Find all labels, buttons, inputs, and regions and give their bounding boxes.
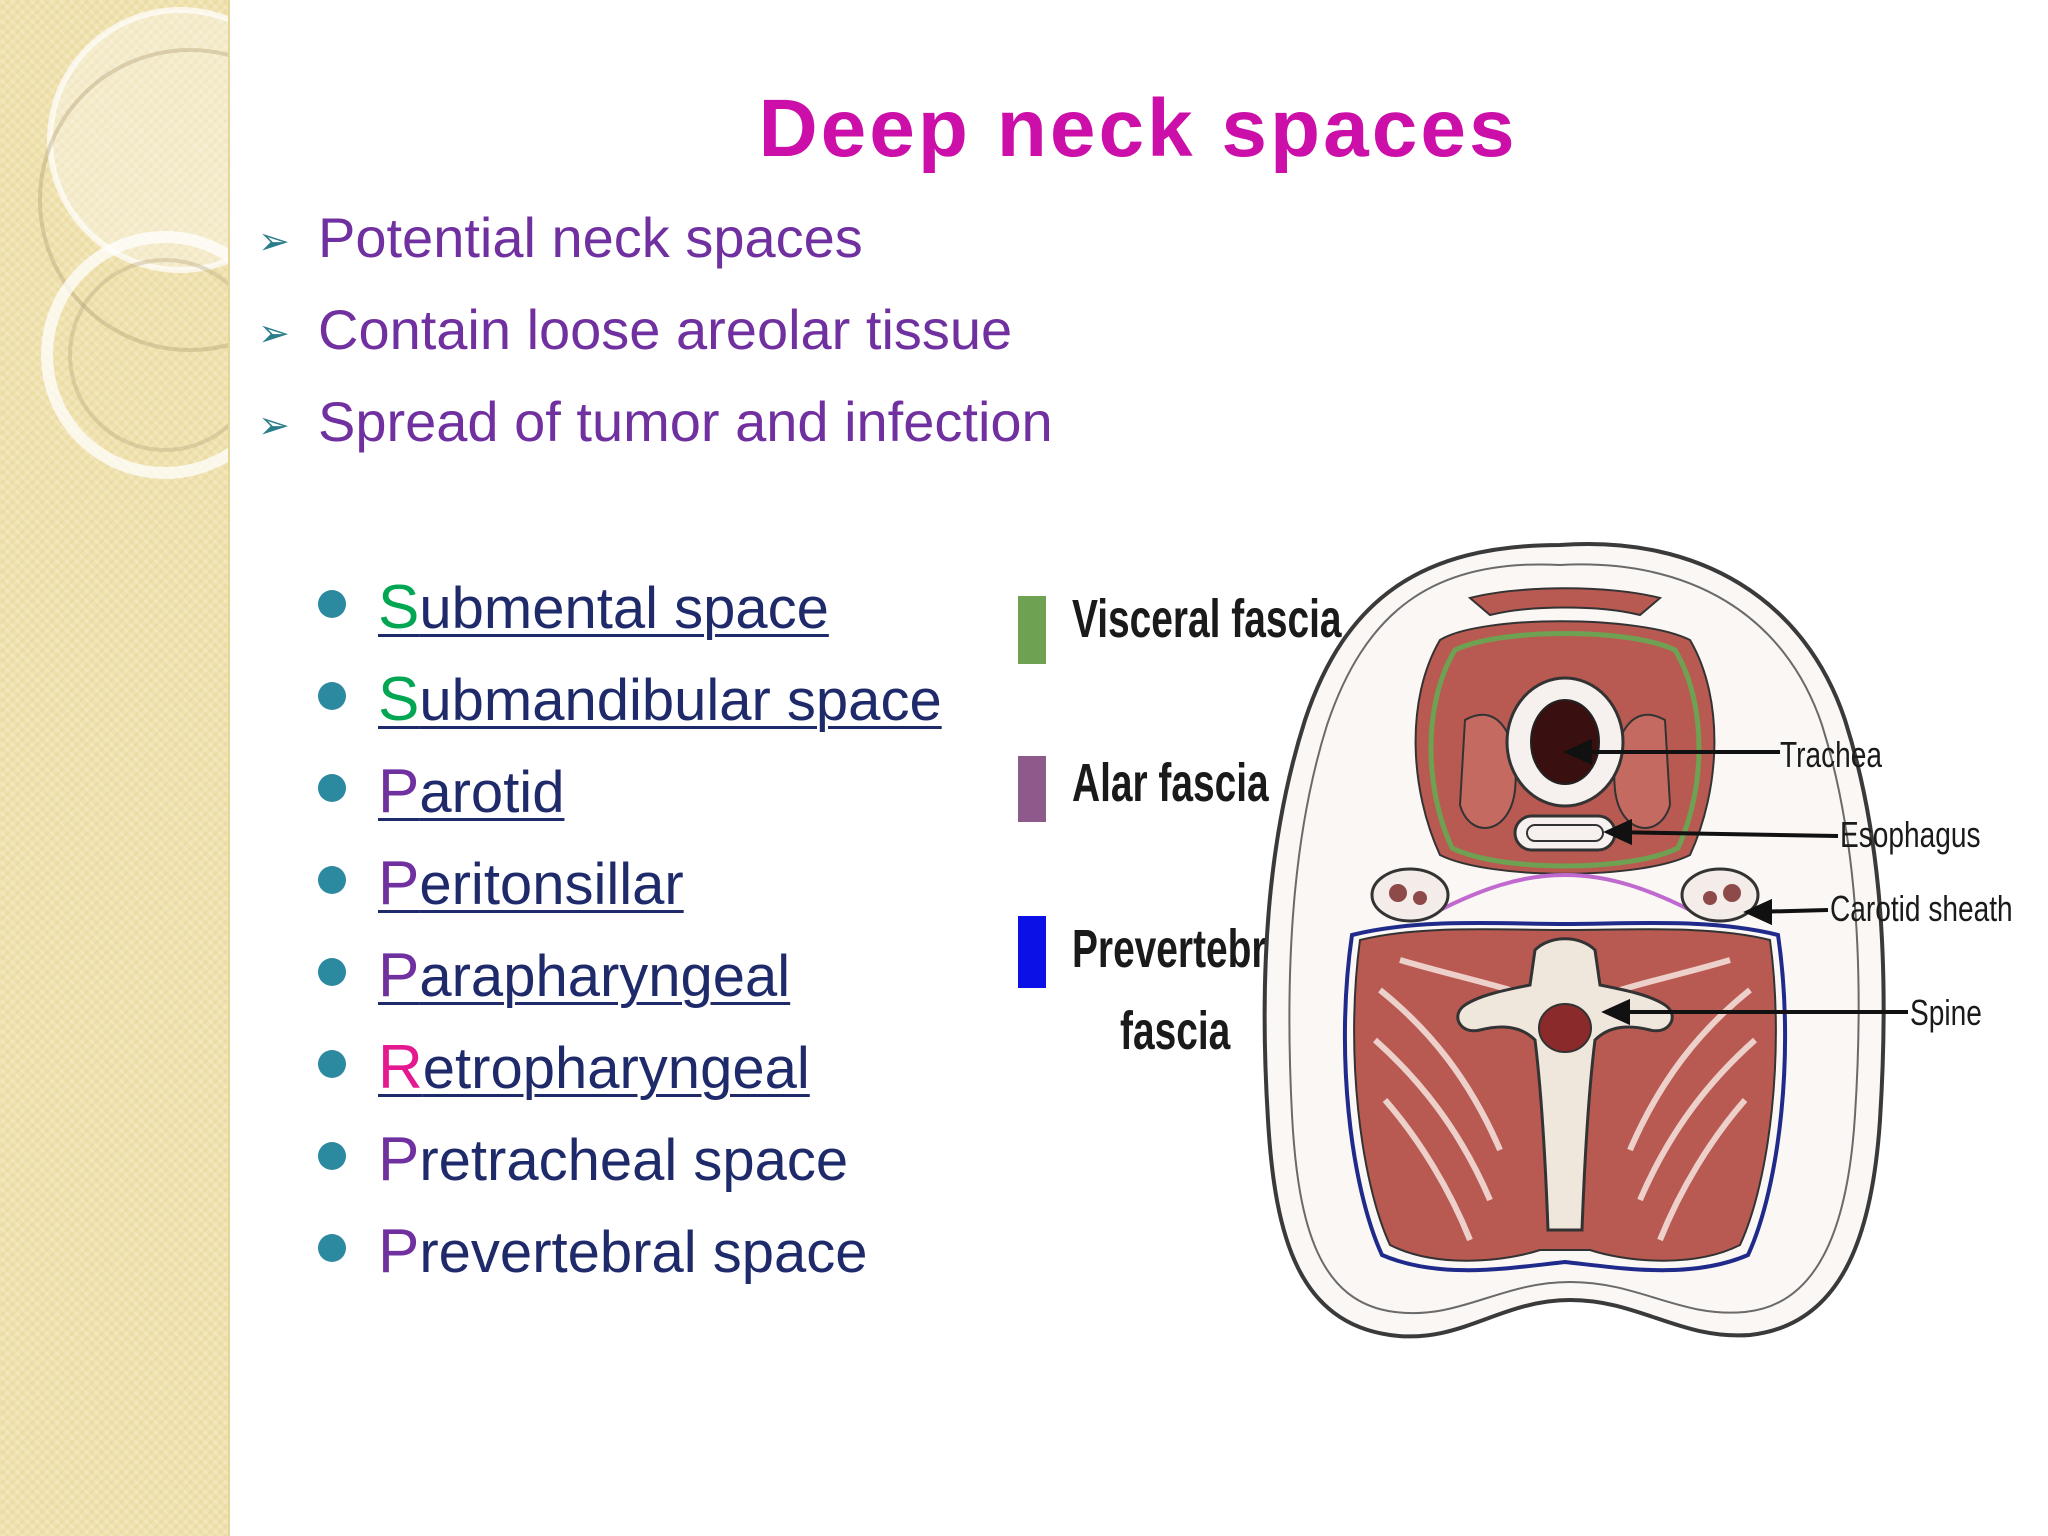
space-label: Pretracheal space [378, 1122, 848, 1199]
esophagus-label: Esophagus [1840, 814, 1981, 855]
space-initial-letter: P [378, 757, 420, 826]
space-name-rest: arapharyngeal [419, 944, 791, 1009]
spine-label: Spine [1910, 992, 1982, 1033]
space-initial-letter: P [378, 1125, 420, 1194]
prevertebral-fascia-line [1342, 920, 1788, 1273]
prevertebral-fascia-label-line2: fascia [1120, 1001, 1231, 1061]
space-name-rest: etropharyngeal [422, 1036, 810, 1101]
space-name-rest: eritonsillar [419, 852, 684, 917]
bullet-dot-icon [318, 682, 346, 710]
prevertebral-fascia-swatch [1018, 916, 1046, 988]
carotid-sheath-label: Carotid sheath [1830, 888, 2013, 929]
bullet-dot-icon [318, 958, 346, 986]
space-name-rest: retracheal space [419, 1128, 849, 1193]
alar-fascia-line [1439, 872, 1691, 912]
visceral-fascia-line [1428, 631, 1702, 869]
intro-list: ➢ Potential neck spaces ➢ Contain loose … [258, 198, 1053, 474]
visceral-fascia-label: Visceral fascia [1072, 589, 1342, 649]
bullet-dot-icon [318, 866, 346, 894]
prevertebral-fascia-label: Prevertebral [1072, 919, 1299, 979]
space-link[interactable]: Parapharyngeal [378, 938, 790, 1015]
space-initial-letter: S [378, 573, 420, 642]
space-link[interactable]: Peritonsillar [378, 846, 684, 923]
space-link[interactable]: Parotid [378, 754, 564, 831]
intro-text: Spread of tumor and infection [318, 390, 1053, 453]
space-initial-letter: P [378, 1217, 420, 1286]
carotid-sheath-right [1680, 867, 1760, 923]
space-initial-letter: P [378, 849, 420, 918]
trachea-label: Trachea [1780, 734, 1882, 775]
bullet-dot-icon [318, 774, 346, 802]
bullet-dot-icon [318, 1234, 346, 1262]
space-initial-letter: R [378, 1033, 423, 1102]
decorative-rings [38, 7, 228, 479]
alar-fascia-label: Alar fascia [1072, 753, 1269, 813]
intro-item: ➢ Spread of tumor and infection [258, 382, 1053, 474]
space-name-rest: arotid [419, 760, 565, 825]
space-label: Prevertebral space [378, 1214, 867, 1291]
bullet-dot-icon [318, 590, 346, 618]
space-link[interactable]: Submental space [378, 570, 829, 647]
intro-text: Potential neck spaces [318, 206, 863, 269]
intro-item: ➢ Contain loose areolar tissue [258, 290, 1053, 382]
bullet-dot-icon [318, 1142, 346, 1170]
space-link[interactable]: Submandibular space [378, 662, 942, 739]
bullet-dot-icon [318, 1050, 346, 1078]
intro-item: ➢ Potential neck spaces [258, 198, 1053, 290]
space-initial-letter: P [378, 941, 420, 1010]
arrow-bullet-icon: ➢ [258, 221, 290, 263]
decorative-side-strip [0, 0, 230, 1536]
alar-fascia-swatch [1018, 756, 1046, 822]
carotid-sheath-left [1370, 867, 1450, 923]
arrow-bullet-icon: ➢ [258, 405, 290, 447]
space-initial-letter: S [378, 665, 420, 734]
space-name-rest: revertebral space [419, 1220, 868, 1285]
arrow-bullet-icon: ➢ [258, 313, 290, 355]
space-link[interactable]: Retropharyngeal [378, 1030, 810, 1107]
intro-text: Contain loose areolar tissue [318, 298, 1013, 361]
slide-title: Deep neck spaces [758, 83, 1518, 174]
space-name-rest: ubmental space [419, 576, 829, 641]
space-name-rest: ubmandibular space [419, 668, 942, 733]
visceral-fascia-swatch [1018, 596, 1046, 664]
esophagus [1513, 814, 1617, 852]
